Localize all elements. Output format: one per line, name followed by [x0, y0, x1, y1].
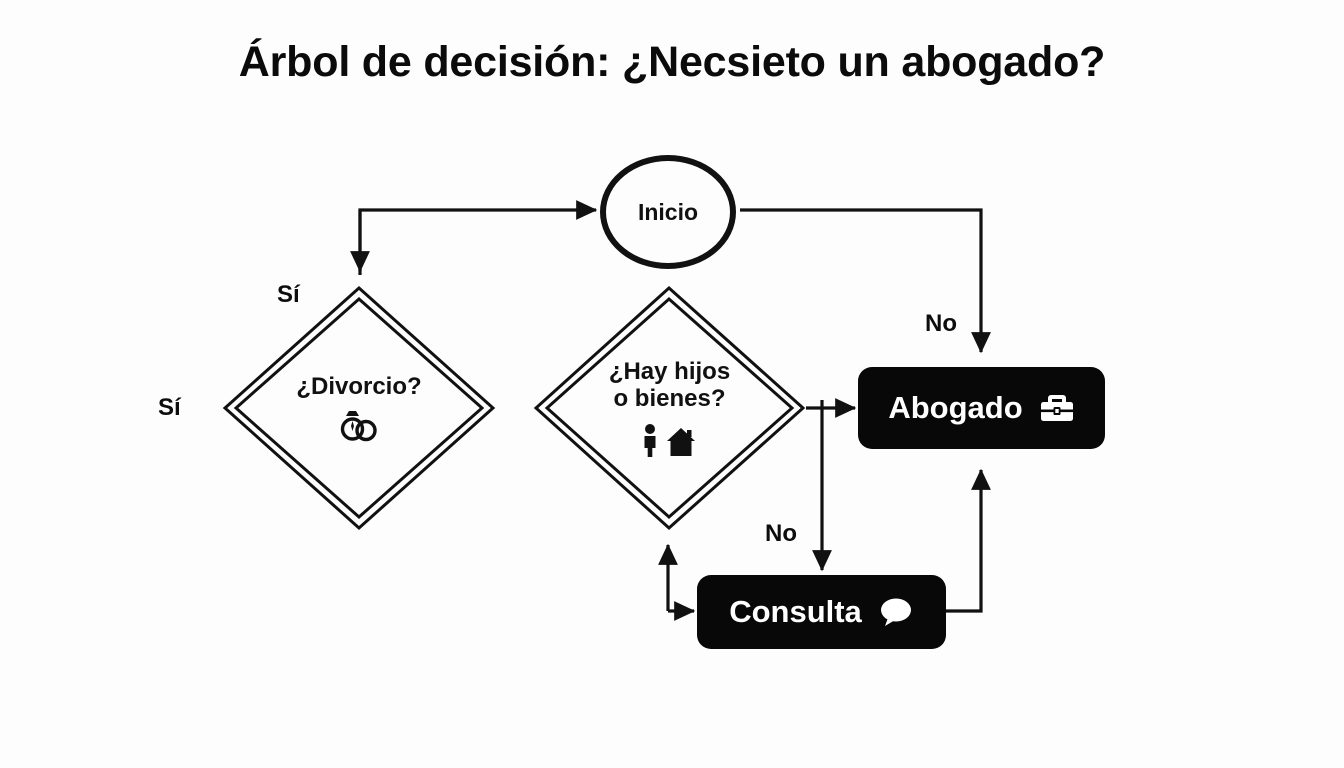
edge-start-to-divorce — [350, 200, 598, 275]
page-title: Árbol de decisión: ¿Necsieto un abogado? — [238, 38, 1106, 86]
node-outcome-consultation[interactable]: Consulta — [697, 575, 946, 649]
node-start[interactable]: Inicio — [600, 155, 736, 269]
node-outcome-lawyer-label: Abogado — [888, 390, 1023, 425]
edge-label-divorce-left: Sí — [158, 394, 181, 421]
node-start-label: Inicio — [637, 198, 699, 225]
speech-bubble-icon-svg — [880, 598, 911, 626]
edge-label-start-to-divorce: Sí — [277, 281, 300, 308]
diamond-outline-children-assets — [533, 285, 806, 531]
edge-consultation-to-lawyer — [946, 468, 991, 613]
node-decision-children-assets[interactable]: ¿Hay hijos o bienes? — [533, 285, 806, 531]
node-outcome-lawyer[interactable]: Abogado — [858, 367, 1105, 449]
node-decision-divorce[interactable]: ¿Divorcio? — [222, 285, 496, 531]
edge-label-start-to-lawyer: No — [925, 310, 957, 337]
edge-consultation-loop-back — [658, 543, 696, 621]
node-outcome-consultation-label: Consulta — [729, 594, 862, 629]
edge-label-children-to-consultation: No — [765, 520, 797, 547]
briefcase-icon — [1039, 392, 1075, 424]
speech-bubble-icon — [878, 596, 914, 628]
diamond-outline-divorce — [222, 285, 496, 531]
edge-start-to-lawyer — [740, 208, 991, 354]
briefcase-icon-svg — [1040, 395, 1073, 421]
